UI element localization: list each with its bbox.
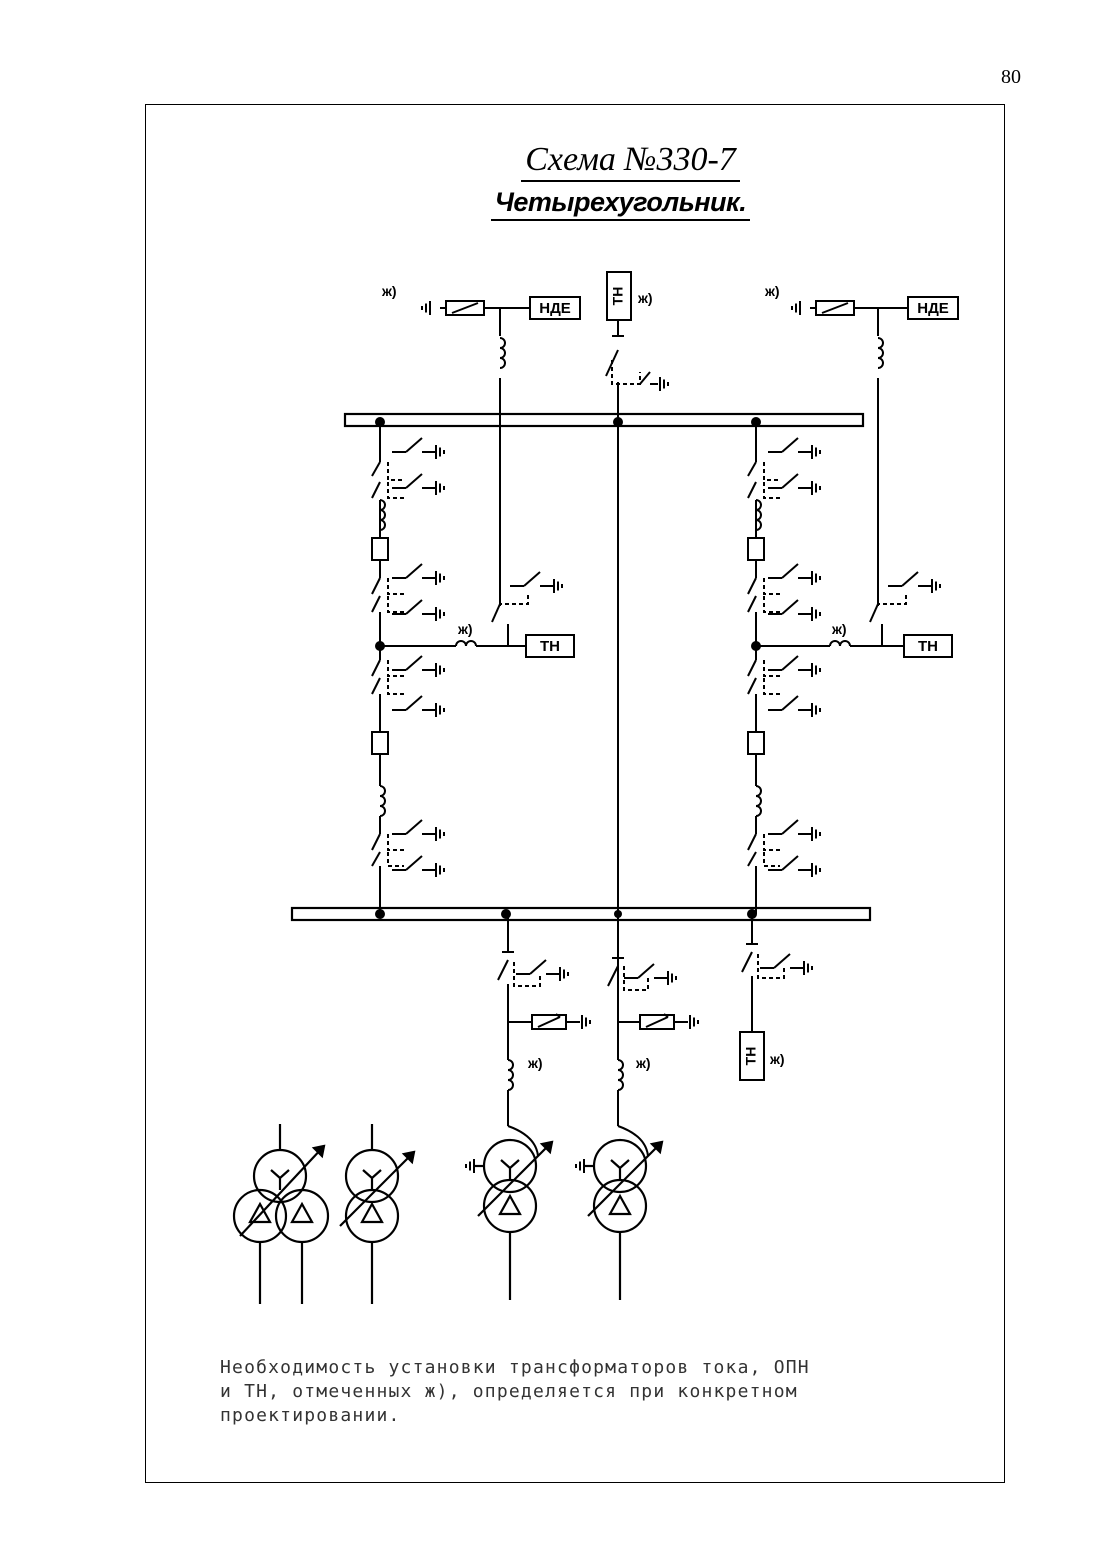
- left-wave-trap-box: [529, 296, 581, 320]
- left-vt-box: [525, 634, 575, 658]
- left-branch: [371, 417, 529, 919]
- scheme-title-text: Схема №330-7: [521, 140, 740, 182]
- footnote-line-3: проектировании.: [220, 1405, 401, 1426]
- left-line-mark: ж): [381, 283, 397, 299]
- right-vt-box: [903, 634, 953, 658]
- left-ct-mark: ж): [457, 621, 473, 637]
- lower-vt-feeder: [741, 914, 785, 1032]
- transformer-2winding-a: [339, 1124, 416, 1304]
- feeder1-ct-mark: ж): [527, 1055, 543, 1071]
- transformer-2winding-b: [474, 1138, 554, 1300]
- transformer-2winding-c: [584, 1138, 664, 1300]
- right-wave-trap-label: НДЕ: [917, 300, 949, 317]
- top-busbar: [343, 412, 865, 428]
- feeder2-ct-mark: ж): [635, 1055, 651, 1071]
- bottom-busbar: [290, 906, 872, 922]
- right-branch: [747, 417, 907, 919]
- lower-feeder-1: [497, 909, 580, 1157]
- scheme-title: Схема №330-7: [0, 140, 1101, 182]
- left-wave-trap-label: НДЕ: [539, 300, 571, 317]
- right-ct-mark: ж): [831, 621, 847, 637]
- scheme-subtitle-text: Четырехугольник.: [490, 185, 751, 221]
- center-feeder: [605, 320, 658, 1100]
- right-wave-trap-box: [907, 296, 959, 320]
- scheme-subtitle: Четырехугольник.: [0, 185, 1101, 221]
- footnote: Необходимость установки трансформаторов …: [220, 1356, 920, 1428]
- lower-vt-label: ТН: [743, 1047, 759, 1066]
- lower-feeder-2: [607, 957, 688, 1157]
- drawing-frame: [145, 104, 1005, 1483]
- footnote-line-1: Необходимость установки трансформаторов …: [220, 1357, 810, 1378]
- top-vt-label: ТН: [610, 287, 626, 306]
- footnote-line-2: и ТН, отмеченных ж), определяется при ко…: [220, 1381, 798, 1402]
- page-number: 80: [1001, 66, 1021, 88]
- left-vt-label: ТН: [540, 638, 560, 655]
- lower-vt-mark: ж): [769, 1051, 785, 1067]
- lower-vt-box: [739, 1031, 765, 1081]
- top-vt-mark: ж): [637, 290, 653, 306]
- right-vt-label: ТН: [918, 638, 938, 655]
- transformer-3winding: [232, 1124, 330, 1304]
- right-line-mark: ж): [764, 283, 780, 299]
- right-line-entry: [810, 307, 908, 594]
- top-vt-box: [606, 271, 632, 321]
- left-line-entry: [440, 307, 530, 594]
